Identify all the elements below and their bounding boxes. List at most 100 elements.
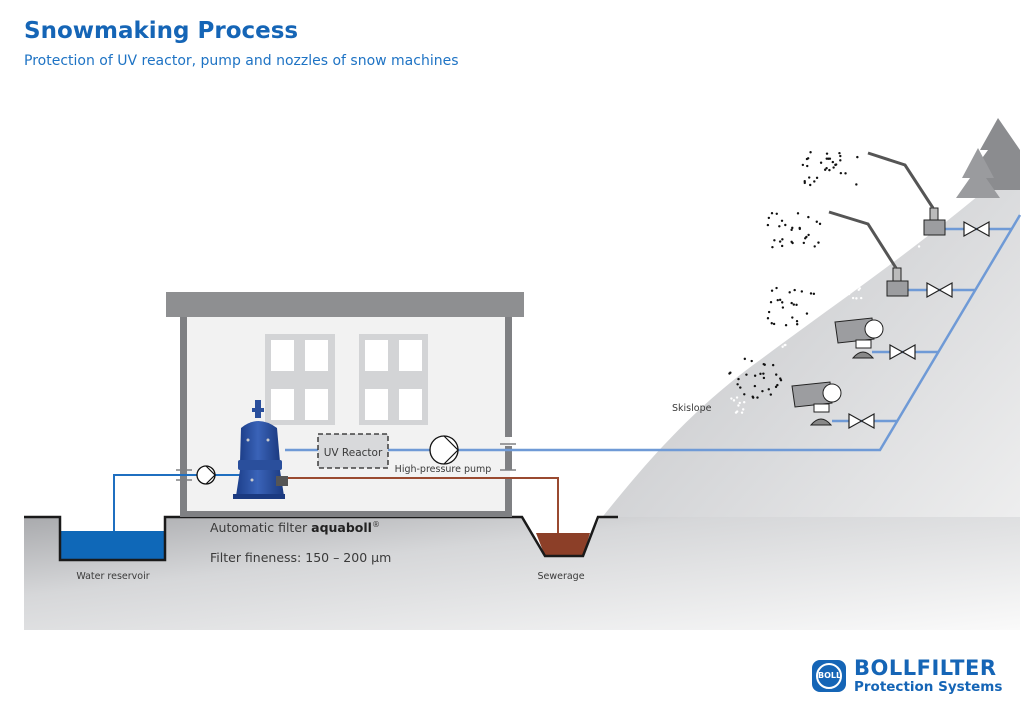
snow-particle <box>742 408 745 411</box>
snow-particle <box>791 316 794 319</box>
snow-particle <box>737 377 740 381</box>
snow-particle <box>856 155 859 159</box>
snow-particle <box>851 283 854 287</box>
snow-particle <box>809 183 812 187</box>
snow-particle <box>759 372 762 376</box>
snow-particle <box>774 338 777 342</box>
snow-particle <box>795 323 799 326</box>
snow-particles <box>728 151 921 414</box>
snow-particle <box>802 241 806 245</box>
snow-particle <box>771 245 774 249</box>
snow-particle <box>766 223 770 227</box>
snow-particle <box>838 151 841 155</box>
snow-particle <box>904 248 907 252</box>
snow-particle <box>807 215 810 219</box>
snow-particle <box>781 345 784 348</box>
waste-pipe <box>285 477 559 533</box>
snow-particle <box>805 312 809 315</box>
snow-particle <box>775 373 778 376</box>
snow-particle <box>839 171 843 175</box>
snow-particle <box>839 159 842 162</box>
snow-particle <box>800 290 804 293</box>
snow-particle <box>854 284 857 288</box>
snow-particle <box>910 244 913 248</box>
snow-particle <box>753 384 757 388</box>
snow-particle <box>772 322 776 326</box>
snow-particle <box>827 157 830 160</box>
high-pressure-pump-label: High-pressure pump <box>395 464 492 475</box>
snow-particle <box>777 343 781 346</box>
snow-particle <box>815 176 819 180</box>
snow-fan-gun-icon-2 <box>791 381 842 426</box>
snow-particle <box>756 396 759 399</box>
snow-particle <box>781 238 784 241</box>
snow-particle <box>828 157 832 160</box>
logo-brand-name: BOLLFILTER <box>854 656 997 680</box>
snow-particle <box>847 283 850 286</box>
snow-particle <box>917 245 921 248</box>
snow-particle <box>775 286 778 290</box>
snow-particle <box>813 180 816 183</box>
snow-particle <box>828 168 831 172</box>
clean-water-pipe <box>285 214 1022 452</box>
snow-particle <box>823 168 827 171</box>
snow-particle <box>773 239 776 242</box>
snow-particle <box>813 245 816 248</box>
snow-particle <box>770 322 773 325</box>
snow-particle <box>770 289 774 292</box>
snow-particle <box>784 324 788 327</box>
snow-particle <box>736 383 739 386</box>
sewage-fill <box>536 533 590 556</box>
snow-particle <box>849 291 852 294</box>
snow-particle <box>781 306 785 309</box>
feed-pump-icon <box>196 465 216 485</box>
logo-tagline: Protection Systems <box>854 679 1003 695</box>
filter-name-label: Automatic filter aquaboll® <box>210 520 380 535</box>
snow-particle <box>761 389 764 393</box>
snow-particle <box>751 396 755 399</box>
snow-particle <box>753 374 757 377</box>
snow-particle <box>743 357 747 361</box>
snow-particle <box>832 166 835 169</box>
valve-icon-4 <box>848 412 875 430</box>
snow-particle <box>737 404 740 407</box>
window-left <box>265 334 335 425</box>
snow-particle <box>903 236 906 239</box>
snow-particle <box>775 212 778 216</box>
snow-particle <box>776 298 779 302</box>
uv-reactor: UV Reactor <box>317 433 389 469</box>
snow-particle <box>784 223 787 227</box>
snow-particle <box>801 163 805 167</box>
snow-particle <box>767 388 770 391</box>
snow-particle <box>763 363 766 366</box>
valve-icon-2 <box>926 281 953 299</box>
snow-particle <box>803 181 806 185</box>
snow-particle <box>767 310 771 314</box>
snow-particle <box>784 343 787 347</box>
snow-particle <box>728 372 731 375</box>
snow-particle <box>771 363 775 367</box>
high-pressure-pump-icon <box>429 435 459 465</box>
snow-particle <box>738 401 741 405</box>
snow-particle <box>791 241 794 245</box>
snow-particle <box>762 372 765 375</box>
snow-particle <box>780 244 784 248</box>
sewerage-label: Sewerage <box>537 571 584 582</box>
snow-particle <box>770 345 774 348</box>
snow-particle <box>908 233 912 236</box>
snow-particle <box>776 383 779 387</box>
automatic-filter-icon <box>233 400 288 499</box>
bollfilter-logo: BOLL BOLLFILTER Protection Systems <box>812 656 1022 698</box>
snow-particle <box>818 222 822 226</box>
snow-particle <box>807 233 810 237</box>
window-right <box>359 334 428 425</box>
snow-particle <box>778 225 781 228</box>
snow-particle <box>834 163 838 166</box>
snow-particle <box>815 220 818 223</box>
uv-reactor-label: UV Reactor <box>324 447 383 459</box>
building <box>166 292 524 517</box>
tree-icon-2 <box>956 148 1000 198</box>
snow-particle <box>795 320 799 323</box>
snow-particle <box>779 377 782 380</box>
snow-particle <box>773 335 777 339</box>
